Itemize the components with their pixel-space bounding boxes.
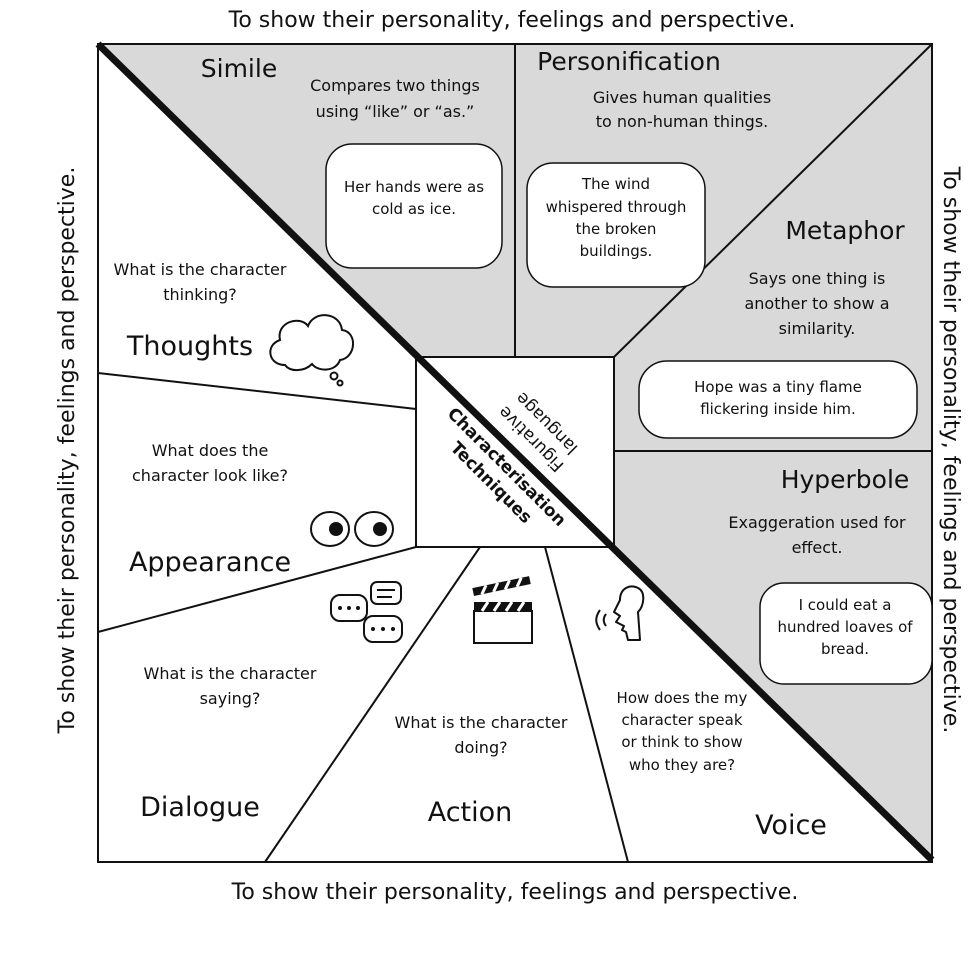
thoughts-title: Thoughts [126,331,253,362]
voice-question-4: who they are? [629,756,735,774]
personification-example-1: The wind [581,175,650,193]
thoughts-question-1: What is the character [114,260,287,279]
personification-example-4: buildings. [580,242,653,260]
personification-desc-1: Gives human qualities [593,88,771,107]
caption-bottom: To show their personality, feelings and … [231,880,799,905]
eyes-icon [310,511,394,547]
divider-personification-metaphor [613,43,933,358]
speech-bubbles-icon [330,581,403,643]
simile-example-box [325,143,503,269]
divider-dialogue-action [264,546,481,863]
simile-example-2: cold as ice. [372,200,456,218]
simile-desc-2: using “like” or “as.” [316,102,475,121]
section-dividers [97,43,933,863]
voice-question-2: character speak [621,711,742,729]
hyperbole-desc-1: Exaggeration used for [728,513,906,532]
personification-example-2: whispered through [546,198,687,216]
metaphor-example-box [638,360,918,439]
thoughts-question-2: thinking? [163,285,237,304]
appearance-question-1: What does the [152,441,269,460]
divider-action-voice [544,546,629,863]
simile-desc-1: Compares two things [310,76,480,95]
metaphor-example-1: Hope was a tiny flame [694,378,862,396]
personification-example-3: the broken [576,220,657,238]
thought-cloud-icon [269,314,354,387]
simile-title: Simile [201,54,277,83]
dialogue-title: Dialogue [140,792,260,823]
hyperbole-example-3: bread. [821,640,869,658]
voice-title: Voice [755,810,827,841]
caption-right: To show their personality, feelings and … [938,166,963,734]
hyperbole-title: Hyperbole [781,465,910,494]
action-title: Action [428,797,513,828]
personification-desc-2: to non-human things. [596,112,768,131]
divider-thoughts-appearance [97,372,417,410]
voice-question-3: or think to show [621,733,742,751]
hyperbole-example-box [759,582,933,685]
metaphor-desc-2: another to show a [744,294,889,313]
personification-title: Personification [537,47,721,76]
metaphor-example-2: flickering inside him. [700,400,856,418]
metaphor-title: Metaphor [785,216,905,245]
caption-top: To show their personality, feelings and … [228,8,796,33]
metaphor-desc-1: Says one thing is [749,269,886,288]
action-question-2: doing? [454,738,507,757]
hyperbole-example-1: I could eat a [799,596,892,614]
caption-left: To show their personality, feelings and … [55,167,80,735]
metaphor-desc-3: similarity. [779,319,856,338]
example-boxes [325,143,933,685]
simile-example-1: Her hands were as [344,178,484,196]
dialogue-question-2: saying? [200,689,261,708]
personification-example-box [526,162,706,288]
voice-question-1: How does the my [617,689,748,707]
divider-appearance-dialogue [97,546,417,633]
hyperbole-desc-2: effect. [792,538,843,557]
speaking-head-icon [595,585,645,641]
appearance-title: Appearance [129,547,291,578]
action-question-1: What is the character [395,713,568,732]
appearance-question-2: character look like? [132,466,288,485]
dialogue-question-1: What is the character [144,664,317,683]
clapperboard-icon [472,576,533,644]
main-diagonal [95,41,935,863]
hyperbole-example-2: hundred loaves of [777,618,913,636]
